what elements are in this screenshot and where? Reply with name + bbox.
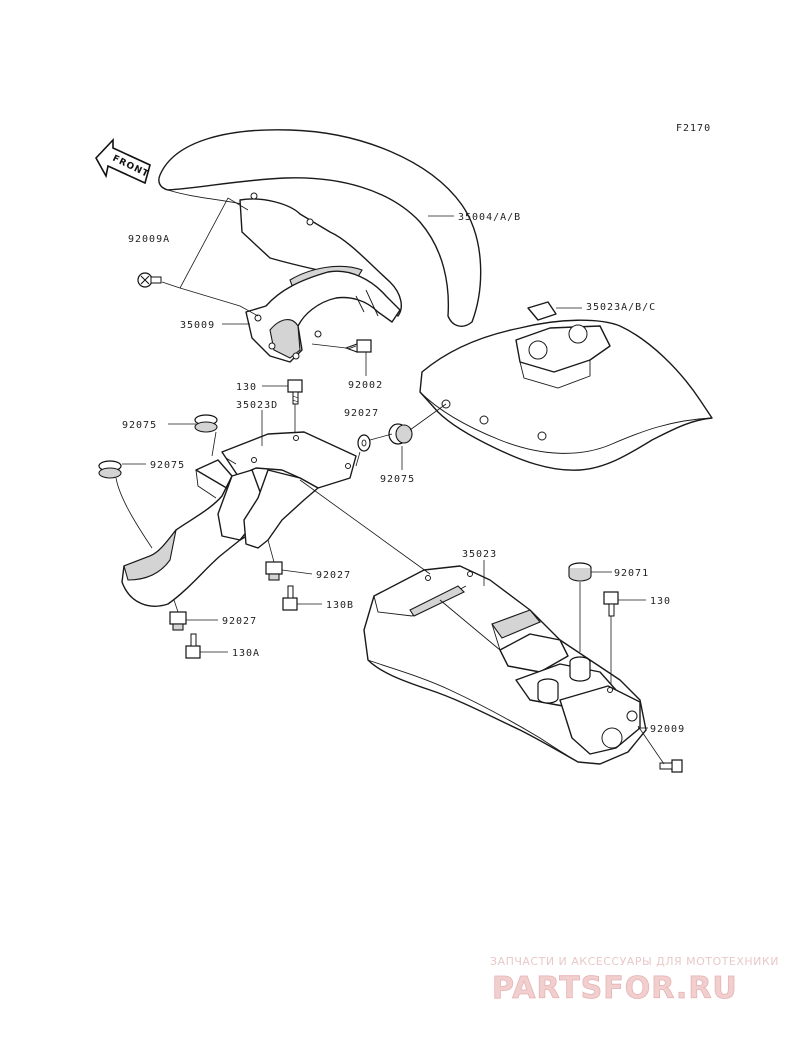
- grommet-92075-mid-icon: [388, 423, 413, 445]
- bolt-130-right-icon: [603, 591, 619, 617]
- callout-130a: 130A: [232, 648, 260, 659]
- callout-130-right: 130: [650, 596, 671, 607]
- callout-92071: 92071: [614, 568, 649, 579]
- collar-92027-left-icon: [265, 561, 283, 581]
- callout-35023abc: 35023A/B/C: [586, 302, 656, 313]
- rear-fender-front-part: [419, 301, 713, 471]
- callout-130b: 130B: [326, 600, 354, 611]
- grommet-92075-upper-icon: [194, 414, 218, 433]
- watermark-tagline: ЗАПЧАСТИ И АКСЕССУАРЫ ДЛЯ МОТОТЕХНИКИ: [490, 955, 779, 968]
- collar-92027-lower-icon: [169, 611, 187, 631]
- callout-92009a: 92009A: [128, 234, 170, 245]
- front-arrow-icon: FRONT: [95, 137, 151, 185]
- callout-130-top: 130: [236, 382, 257, 393]
- watermark-logo: PARTSFOR.RU: [492, 971, 738, 1006]
- inner-rear-fender-part: [121, 431, 357, 607]
- fender-bracket-part: [245, 270, 401, 363]
- callout-92009: 92009: [650, 724, 685, 735]
- callout-92075-upper: 92075: [122, 420, 157, 431]
- grommet-92075-lower-icon: [98, 460, 122, 479]
- collar-on-fender-a-icon: [569, 656, 591, 682]
- bolt-130b-icon: [282, 585, 298, 611]
- callout-35004: 35004/A/B: [458, 212, 521, 223]
- callout-92027-lower: 92027: [222, 616, 257, 627]
- callout-92027-left: 92027: [316, 570, 351, 581]
- figure-code: F2170: [676, 123, 711, 134]
- callout-92027-mid: 92027: [344, 408, 379, 419]
- bolt-130-top-icon: [287, 379, 303, 405]
- callout-35009: 35009: [180, 320, 215, 331]
- collar-on-fender-b-icon: [537, 678, 559, 704]
- callout-92002: 92002: [348, 380, 383, 391]
- bolt-92002-icon: [344, 339, 372, 353]
- washer-92027-mid-icon: [357, 434, 371, 452]
- bolt-130a-icon: [185, 633, 201, 659]
- callout-35023: 35023: [462, 549, 497, 560]
- callout-35023d: 35023D: [236, 400, 278, 411]
- grommet-92071-icon: [568, 562, 592, 582]
- bolt-92009-icon: [659, 759, 683, 773]
- rear-fender-rear-part: [363, 565, 647, 765]
- bolt-92009a-icon: [137, 272, 162, 288]
- callout-92075-lower: 92075: [150, 460, 185, 471]
- callout-92075-mid: 92075: [380, 474, 415, 485]
